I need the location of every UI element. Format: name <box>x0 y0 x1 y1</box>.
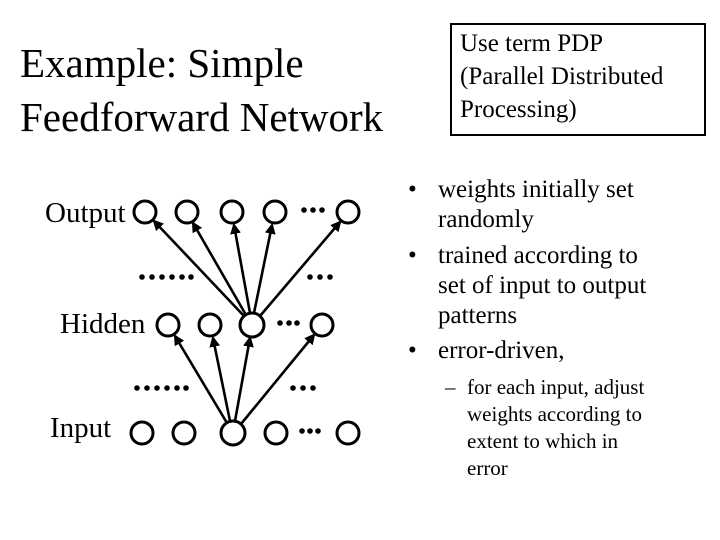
bullet-marker: • <box>408 176 417 203</box>
bullet-text: error-driven, <box>438 336 565 366</box>
connection-arrow <box>230 222 252 314</box>
hidden-node <box>238 311 266 339</box>
input-to-hidden-arrows <box>173 333 316 425</box>
sub-bullet-line: extent to which in <box>467 429 619 453</box>
bullet-item-error-driven: • error-driven, <box>408 336 565 366</box>
input-node <box>171 420 197 446</box>
connection-arrow <box>173 334 229 424</box>
input-node <box>219 419 247 447</box>
bullet-text: trained according to set of input to out… <box>438 241 646 331</box>
sub-bullet-text: for each input, adjust weights according… <box>467 374 644 482</box>
input-layer <box>129 419 361 447</box>
output-node <box>262 199 288 225</box>
hidden-layer <box>155 311 335 339</box>
connection-arrow <box>191 221 248 316</box>
input-ellipsis-dots <box>299 428 321 434</box>
bullet-marker: • <box>408 337 417 364</box>
sub-bullet-line: weights according to <box>467 402 642 426</box>
sub-bullet-item: – for each input, adjust weights accordi… <box>445 374 644 482</box>
bullet-line: weights initially set <box>438 176 634 203</box>
bullet-marker: • <box>408 242 417 269</box>
output-node <box>132 199 158 225</box>
connection-arrow <box>259 220 342 317</box>
slide-title-line-1: Example: Simple <box>20 40 304 86</box>
bullet-item-trained: • trained according to set of input to o… <box>408 241 646 331</box>
output-layer <box>132 199 361 225</box>
pdp-note-line-1: Use term PDP <box>460 30 604 57</box>
feedforward-network-diagram: Output Hidden Input <box>45 197 361 447</box>
hidden-ellipsis-dots <box>277 320 300 326</box>
bullet-line: trained according to <box>438 242 638 269</box>
input-node <box>129 420 155 446</box>
connection-arrow <box>239 333 316 425</box>
ellipsis-dots-row-upper <box>139 274 333 280</box>
bullet-line: patterns <box>438 302 518 329</box>
connection-arrow <box>252 222 276 314</box>
pdp-note-box: Use term PDP (Parallel Distributed Proce… <box>450 23 706 136</box>
hidden-node <box>155 312 181 338</box>
dash-marker: – <box>445 375 456 399</box>
hidden-node <box>197 312 223 338</box>
slide-title: Example: Simple Feedforward Network <box>20 36 383 144</box>
output-ellipsis-dots <box>301 207 325 213</box>
connection-arrow <box>209 335 232 422</box>
input-layer-label: Input <box>50 412 111 444</box>
pdp-note-line-2: (Parallel Distributed <box>460 63 664 90</box>
bullet-line: set of input to output <box>438 272 647 299</box>
slide-title-line-2: Feedforward Network <box>20 94 384 140</box>
sub-bullet-line: error <box>467 456 508 480</box>
output-node <box>174 199 200 225</box>
hidden-to-output-arrows <box>152 219 342 317</box>
bullet-line: error-driven, <box>438 337 565 364</box>
bullet-text: weights initially set randomly <box>438 175 634 235</box>
connection-arrow <box>233 335 254 422</box>
bullet-item-weights: • weights initially set randomly <box>408 175 634 235</box>
output-layer-label: Output <box>45 197 126 229</box>
connection-arrow <box>152 219 245 317</box>
output-node <box>219 199 245 225</box>
bullet-line: randomly <box>438 206 534 233</box>
ellipsis-dots-row-lower <box>134 385 316 391</box>
output-node <box>335 199 361 225</box>
hidden-layer-label: Hidden <box>60 308 146 340</box>
sub-bullet-line: for each input, adjust <box>467 375 645 399</box>
hidden-node <box>309 312 335 338</box>
input-node <box>263 420 289 446</box>
input-node <box>335 420 361 446</box>
pdp-note-line-3: Processing) <box>460 96 577 123</box>
